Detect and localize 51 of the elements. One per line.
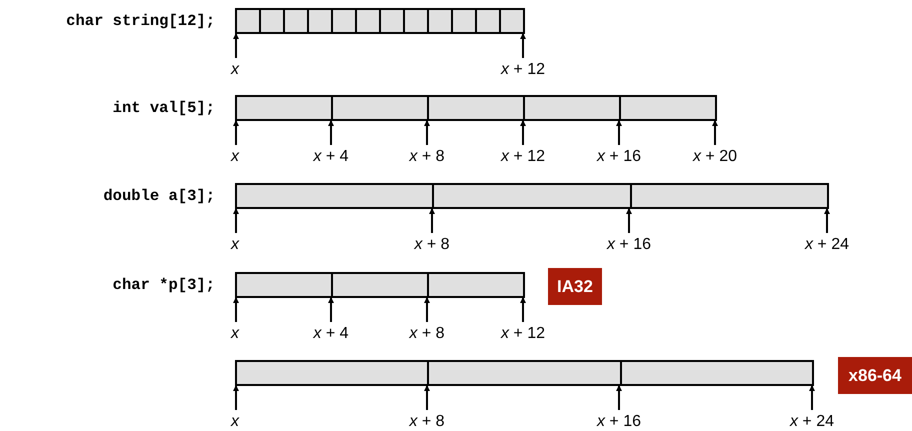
address-label: x + 24 <box>804 233 850 255</box>
address-label: x <box>231 322 239 344</box>
address-pointer-arrow <box>328 120 334 145</box>
declaration-code: double a[3]; <box>103 186 215 207</box>
address-pointer-arrow <box>809 385 815 410</box>
address-label: x + 4 <box>313 145 349 167</box>
address-pointer-arrow <box>520 33 526 58</box>
architecture-badge: IA32 <box>548 268 602 305</box>
address-label: x <box>231 145 239 167</box>
address-label: x <box>231 410 239 431</box>
declaration-code: char string[12]; <box>66 11 215 32</box>
address-label: x + 16 <box>606 233 652 255</box>
address-label: x + 12 <box>500 145 546 167</box>
address-pointer-arrow <box>712 120 718 145</box>
address-label: x + 8 <box>409 322 445 344</box>
address-label: x + 16 <box>596 145 642 167</box>
address-pointer-arrow <box>626 208 632 233</box>
address-pointer-arrow <box>616 120 622 145</box>
address-pointer-arrow <box>328 297 334 322</box>
address-label: x + 12 <box>500 322 546 344</box>
address-label: x + 8 <box>414 233 450 255</box>
declaration-code: char *p[3]; <box>112 275 215 296</box>
address-label: x + 16 <box>596 410 642 431</box>
address-pointer-arrow <box>424 297 430 322</box>
address-pointer-arrow <box>424 385 430 410</box>
address-pointer-arrow <box>233 385 239 410</box>
address-label: x + 8 <box>409 410 445 431</box>
address-pointer-arrow <box>616 385 622 410</box>
address-label: x <box>231 58 239 80</box>
array-bar <box>235 272 525 298</box>
address-label: x + 24 <box>790 410 834 431</box>
architecture-badge: x86-64 <box>838 357 912 394</box>
address-label: x <box>231 233 239 255</box>
array-bar <box>235 8 525 34</box>
address-pointer-arrow <box>429 208 435 233</box>
address-pointer-arrow <box>520 297 526 322</box>
array-bar <box>235 360 814 386</box>
address-label: x + 4 <box>313 322 349 344</box>
address-pointer-arrow <box>424 120 430 145</box>
address-pointer-arrow <box>233 120 239 145</box>
array-bar <box>235 95 717 121</box>
address-pointer-arrow <box>233 208 239 233</box>
address-label: x + 12 <box>500 58 546 80</box>
address-pointer-arrow <box>520 120 526 145</box>
declaration-code: int val[5]; <box>112 98 215 119</box>
address-pointer-arrow <box>233 33 239 58</box>
address-label: x + 20 <box>692 145 738 167</box>
address-label: x + 8 <box>409 145 445 167</box>
array-bar <box>235 183 829 209</box>
address-pointer-arrow <box>824 208 830 233</box>
address-pointer-arrow <box>233 297 239 322</box>
